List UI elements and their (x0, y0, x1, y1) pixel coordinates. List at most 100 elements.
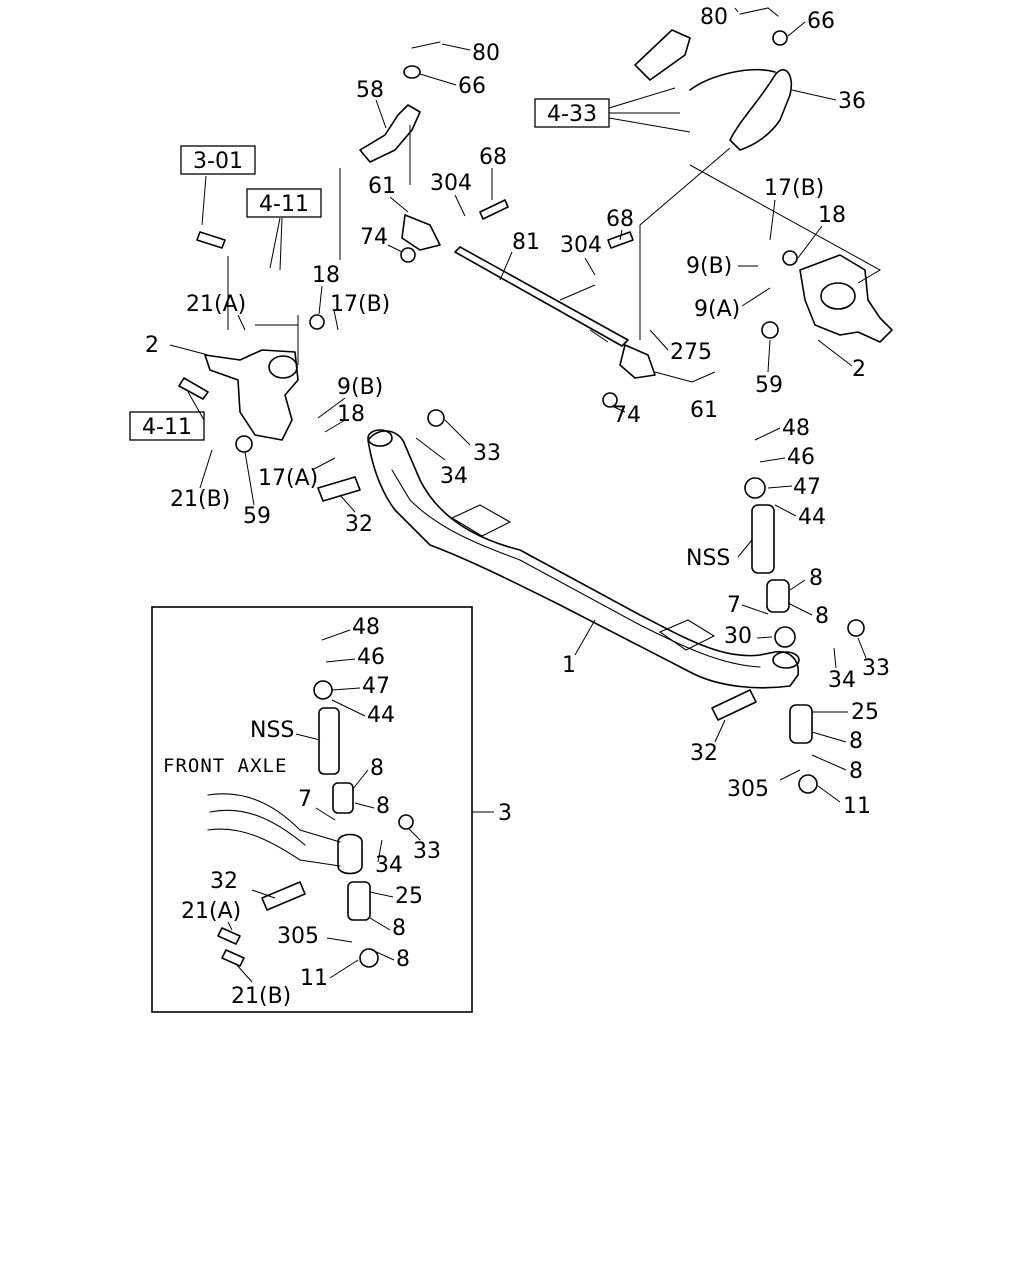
callout-81: 81 (512, 230, 540, 255)
callout-7a: 7 (727, 593, 741, 618)
inset-callout-7: 7 (298, 787, 312, 812)
svg-text:3-01: 3-01 (193, 149, 243, 174)
knuckle-left (204, 349, 299, 441)
nut-74-left (400, 247, 416, 263)
callout-2a: 2 (145, 333, 159, 358)
callout-34a: 34 (440, 464, 468, 489)
inset-callout-21a: 21(A) (181, 899, 241, 924)
reference-boxes: 3-01 4-11 4-11 4-33 (129, 87, 691, 441)
inset-nut-33 (398, 814, 414, 830)
nut-59-left (235, 435, 253, 453)
callout-46a: 46 (787, 445, 815, 470)
inset-callout-nss: NSS (250, 718, 294, 743)
inset-cap-44 (313, 680, 333, 700)
inset-callout-8b: 8 (376, 794, 390, 819)
inset-callout-46: 46 (357, 645, 385, 670)
nut-66-top (772, 30, 788, 46)
ref-box-3-01[interactable]: 3-01 (180, 145, 256, 175)
callout-305a: 305 (727, 777, 769, 802)
callout-9aa: 9(A) (694, 297, 740, 322)
inset-frame (151, 606, 473, 1013)
inset-bushing-lower (347, 881, 371, 921)
callout-33a: 33 (473, 441, 501, 466)
inset-shim-11 (359, 948, 379, 968)
washer-30 (774, 626, 796, 648)
cotter-pin-80a (411, 41, 441, 49)
callout-17ba: 17(B) (330, 292, 390, 317)
inset-callout-25: 25 (395, 884, 423, 909)
callout-18a: 18 (312, 263, 340, 288)
inset-callout-11: 11 (300, 966, 328, 991)
callout-32a: 32 (345, 512, 373, 537)
callout-2b: 2 (852, 357, 866, 382)
callout-18b: 18 (337, 402, 365, 427)
callout-8a: 8 (809, 566, 823, 591)
washer-18-left (309, 314, 325, 330)
callout-36: 36 (838, 89, 866, 114)
inset-callout-8d: 8 (396, 947, 410, 972)
axle-beam (367, 430, 800, 689)
callout-66a: 66 (458, 74, 486, 99)
svg-text:4-11: 4-11 (259, 192, 309, 217)
callout-8c: 8 (849, 729, 863, 754)
inset-fitting-21a (217, 927, 241, 945)
cap-44 (744, 477, 766, 499)
svg-text:4-33: 4-33 (547, 102, 597, 127)
drag-link-end (634, 29, 691, 81)
tie-rod-end-left (401, 214, 441, 251)
cross-arm (729, 69, 793, 151)
bolt-4-11-lower (178, 377, 209, 400)
knuckle-left-bore (268, 355, 298, 379)
shim-11 (798, 774, 818, 794)
inset-callout-32: 32 (210, 869, 238, 894)
inset-callout-44: 44 (367, 703, 395, 728)
callout-275: 275 (670, 340, 712, 365)
inset-callout-305: 305 (277, 924, 319, 949)
callout-68b: 68 (606, 207, 634, 232)
knuckle-right-hub (820, 282, 856, 310)
ref-box-4-11-lower[interactable]: 4-11 (129, 411, 205, 441)
callout-304a: 304 (430, 171, 472, 196)
callout-33b: 33 (862, 656, 890, 681)
inset-callout-48: 48 (352, 615, 380, 640)
inset-frame-label: 3 (498, 801, 512, 826)
ref-box-4-11-upper[interactable]: 4-11 (246, 188, 322, 218)
callout-32b: 32 (690, 741, 718, 766)
callout-17bb: 17(B) (764, 176, 824, 201)
inset-kingpin (318, 707, 340, 775)
callout-58: 58 (356, 78, 384, 103)
callout-11a: 11 (843, 794, 871, 819)
callout-18c: 18 (818, 203, 846, 228)
inset-axle-end (207, 793, 341, 867)
tie-rod (454, 246, 629, 347)
washer-18-right (782, 250, 798, 266)
inset-callout-47: 47 (362, 674, 390, 699)
callout-47a: 47 (793, 475, 821, 500)
steering-arm (359, 104, 421, 163)
callout-30: 30 (724, 624, 752, 649)
nut-74-right (602, 392, 618, 408)
callout-44a: 44 (798, 505, 826, 530)
callout-59b: 59 (755, 373, 783, 398)
axle-beam-pad-right (658, 619, 716, 651)
bushing-right-upper (766, 579, 790, 613)
callout-labels: 80 66 58 68 61 304 74 81 304 68 18 17(B)… (145, 5, 890, 819)
bushing-right-lower (789, 704, 813, 744)
inset-detail: 3 FRONT AXLE 48 46 47 44 NSS 8 7 8 33 34… (151, 606, 512, 1013)
ref-box-4-33[interactable]: 4-33 (534, 98, 610, 128)
callout-34b: 34 (828, 668, 856, 693)
guide-lines (227, 125, 882, 365)
callout-48a: 48 (782, 416, 810, 441)
axle-beam-edge (391, 469, 761, 668)
inset-axle-eye (337, 833, 363, 875)
callout-8d: 8 (849, 759, 863, 784)
callout-9b: 9(B) (337, 375, 383, 400)
inset-callout-34: 34 (375, 853, 403, 878)
callout-21a: 21(A) (186, 292, 246, 317)
nut-33-right (847, 619, 865, 637)
bolt-68-left (479, 199, 509, 220)
inset-bushing-upper (332, 782, 354, 814)
pin-32-right (711, 689, 757, 721)
callout-1: 1 (562, 653, 576, 678)
